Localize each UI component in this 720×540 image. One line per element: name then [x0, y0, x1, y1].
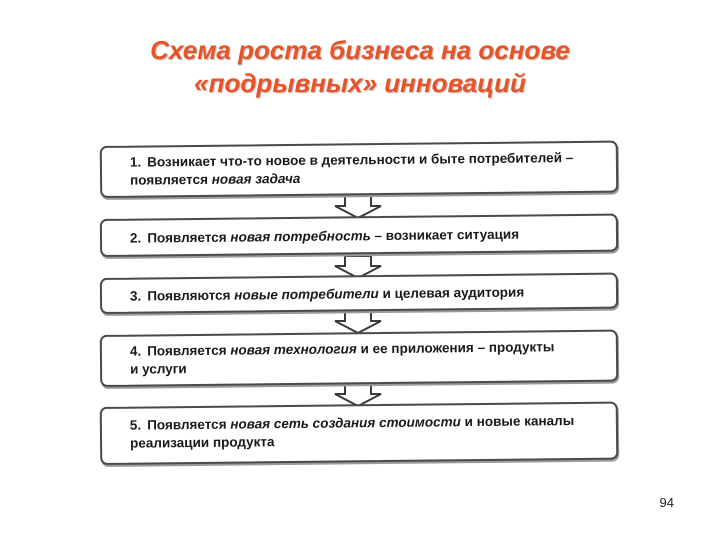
step-emphasis: новая задача — [211, 170, 301, 187]
step-number: 2. — [129, 230, 142, 246]
title-line-2: «подрывных» инноваций — [194, 68, 526, 98]
step-emphasis: новая потребность – — [230, 228, 383, 245]
step-emphasis: новая сеть создания стоимости — [230, 414, 461, 432]
step-box-4: 4.Появляется новая технология и ее прило… — [99, 329, 619, 387]
step-text-end: возникает ситуация — [381, 226, 520, 244]
step-text: Появляется — [147, 229, 231, 246]
step-box-3: 3. Появляются новые потребители и целевая… — [99, 272, 619, 314]
step-emphasis: новые потребители — [234, 286, 379, 303]
title-line-1: Схема роста бизнеса на основе — [150, 35, 570, 65]
step-box-1: 1.Возникает что-то новое в деятельности … — [99, 140, 619, 198]
slide-title: Схема роста бизнеса на основе «подрывных… — [60, 34, 660, 100]
step-text: Появляется — [147, 342, 231, 359]
step-text: Появляется — [147, 416, 231, 433]
step-text: Появляются — [147, 287, 235, 304]
step-number: 3. — [129, 288, 142, 304]
step-text: Возникает что-то новое в деятельности и … — [130, 150, 574, 188]
step-number: 1. — [129, 154, 142, 170]
page-number: 94 — [659, 495, 674, 510]
down-arrow-icon — [334, 310, 382, 335]
step-text-end: и целевая аудитория — [378, 284, 525, 302]
step-number: 4. — [129, 343, 142, 359]
down-arrow-icon — [334, 195, 382, 220]
step-emphasis: новая технология — [230, 341, 357, 358]
down-arrow-icon — [334, 255, 382, 280]
down-arrow-icon — [334, 383, 382, 408]
step-number: 5. — [129, 417, 142, 433]
step-box-2: 2. Появляется новая потребность – возника… — [99, 213, 619, 257]
step-box-5: 5. Появляется новая сеть создания стоимос… — [99, 401, 619, 465]
